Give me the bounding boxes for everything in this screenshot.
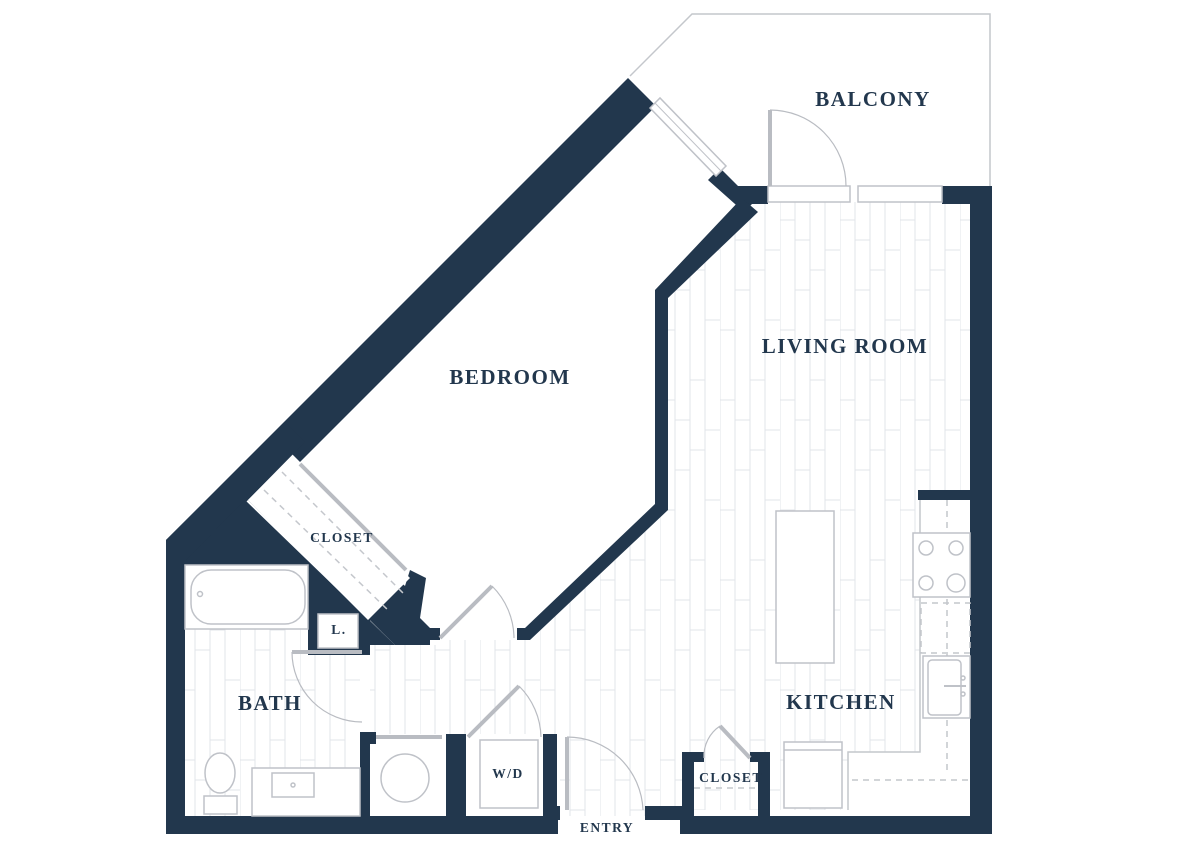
- label-bedroom: BEDROOM: [449, 365, 570, 389]
- label-balcony: BALCONY: [815, 87, 931, 111]
- wall-entry-right-jamb: [645, 806, 685, 820]
- balcony-door-glass-right: [857, 185, 943, 203]
- label-living-room: LIVING ROOM: [762, 334, 928, 358]
- wall-linen-left: [308, 600, 318, 640]
- wall-entry-closet-left-cap: [682, 752, 704, 762]
- wall-closet-wd: [446, 734, 466, 816]
- living-kitchen-floor: [517, 202, 970, 816]
- wall-right-top: [942, 186, 982, 204]
- room-labels: BALCONY BEDROOM LIVING ROOM KITCHEN BATH…: [238, 87, 931, 835]
- refrigerator: [783, 741, 843, 809]
- dishwasher: [920, 602, 971, 654]
- wd-door-leaf: [466, 684, 521, 739]
- bath-door-swing: [291, 651, 363, 723]
- entry-closet-door-swing: [703, 725, 721, 759]
- balcony-outline: [629, 13, 991, 186]
- label-entry-closet: CLOSET: [699, 770, 763, 785]
- balcony: [629, 13, 991, 186]
- bedroom-closet-doors: [298, 462, 408, 572]
- wall-left: [166, 540, 185, 834]
- wall-bedroom-window-jamb: [708, 168, 768, 212]
- balcony-door-glass-left: [767, 185, 851, 203]
- balcony-door-swing: [769, 109, 847, 187]
- wall-entry-closet-right: [758, 752, 770, 816]
- walls: [166, 78, 992, 834]
- bedroom-door-leaf: [438, 584, 494, 640]
- label-kitchen: KITCHEN: [786, 690, 896, 714]
- bathtub-basin: [190, 569, 306, 625]
- bedroom-closet: [248, 458, 410, 620]
- entry-door-swing: [566, 736, 644, 811]
- wall-bath-hall: [360, 734, 370, 816]
- wall-bedroom-door-jamb: [420, 628, 440, 640]
- label-entry: ENTRY: [580, 820, 634, 835]
- kitchen-sink-basin: [927, 659, 962, 716]
- toilet-tank: [203, 795, 238, 815]
- bedroom-door-swing: [491, 585, 515, 639]
- wall-bath-hall-cap: [360, 732, 376, 744]
- wall-bottom-left: [166, 816, 558, 834]
- doors: [291, 109, 847, 811]
- label-bedroom-closet: CLOSET: [310, 530, 374, 545]
- wd-door-swing: [518, 685, 542, 738]
- wall-entry-closet-left: [682, 752, 694, 816]
- hallway-floor: [370, 640, 540, 734]
- toilet-bowl: [204, 752, 236, 794]
- kitchen-counter-edge: [847, 500, 921, 810]
- wall-wd-right: [543, 734, 557, 816]
- washer-dryer: [479, 739, 539, 809]
- label-washer-dryer: W/D: [492, 766, 524, 781]
- wall-kitchen-stub: [918, 490, 972, 500]
- wall-right: [970, 186, 992, 834]
- kitchen-island: [775, 510, 835, 664]
- wall-bottom-right: [680, 816, 992, 834]
- label-bath: BATH: [238, 691, 302, 715]
- water-heater: [380, 753, 430, 803]
- fixtures: [184, 500, 971, 817]
- label-linen: L.: [331, 622, 346, 637]
- linen-closet: [317, 613, 359, 649]
- windows: [648, 96, 943, 203]
- wall-entry-closet-right-cap: [750, 752, 770, 762]
- entry-closet-door-leaf: [718, 724, 752, 760]
